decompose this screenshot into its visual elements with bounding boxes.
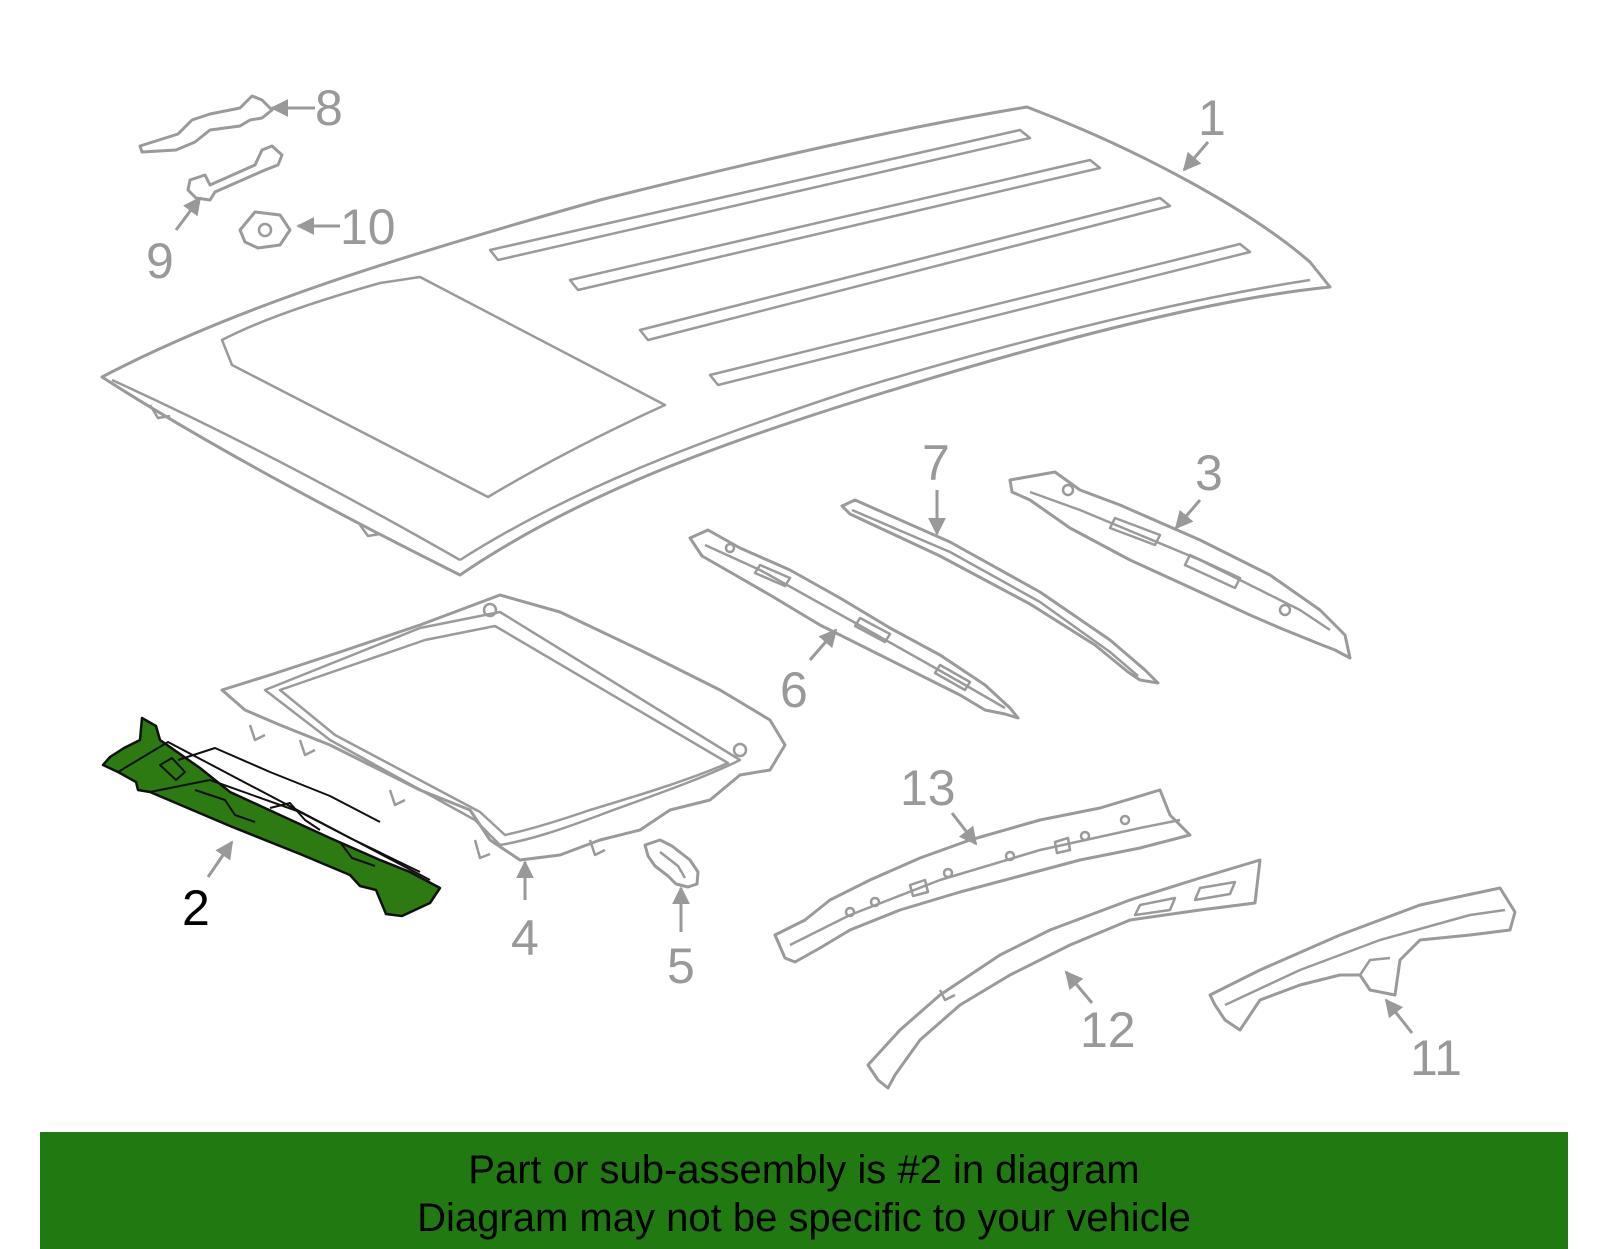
callout-2: 2 [182, 880, 210, 936]
info-banner: Part or sub-assembly is #2 in diagram Di… [40, 1132, 1568, 1249]
part-1-roof-panel[interactable] [100, 105, 1332, 577]
leader-11 [1384, 998, 1414, 1034]
callout-6: 6 [780, 662, 808, 718]
leader-lines [174, 99, 1414, 1034]
leader-13 [950, 812, 978, 846]
leader-6 [808, 628, 838, 661]
part-2-front-header-panel[interactable] [101, 716, 442, 918]
callout-10: 10 [340, 199, 396, 255]
leader-9 [174, 196, 202, 231]
leader-12 [1064, 970, 1094, 1004]
callout-13: 13 [900, 760, 956, 816]
part-12-side-rail[interactable] [866, 858, 1262, 1090]
part-4-sunroof-frame[interactable] [220, 593, 787, 862]
part-8-clip[interactable] [138, 94, 274, 154]
leader-1 [1182, 141, 1210, 172]
banner-line-1: Part or sub-assembly is #2 in diagram [468, 1148, 1140, 1192]
callout-11: 11 [1410, 1030, 1462, 1086]
part-5-bracket[interactable] [643, 838, 700, 889]
callout-9: 9 [146, 233, 174, 289]
banner-line-2: Diagram may not be specific to your vehi… [417, 1196, 1191, 1240]
part-3-roof-bow[interactable] [1008, 470, 1352, 660]
callout-7: 7 [922, 435, 950, 491]
part-9-hinge-bracket[interactable] [186, 144, 284, 202]
callout-1: 1 [1198, 90, 1226, 146]
callout-12: 12 [1080, 1002, 1136, 1058]
callout-4: 4 [511, 910, 539, 966]
part-13-side-reinforcement[interactable] [773, 788, 1192, 964]
callout-5: 5 [667, 938, 695, 994]
part-10-nut[interactable] [238, 210, 292, 250]
part-7-roof-strip[interactable] [840, 498, 1160, 685]
leader-2 [206, 840, 234, 878]
callout-numbers: 1 2 3 4 5 6 7 8 9 10 11 12 13 [146, 80, 1462, 1086]
callout-3: 3 [1195, 445, 1223, 501]
part-6-roof-bow[interactable] [688, 528, 1020, 720]
part-11-side-rail[interactable] [1208, 886, 1517, 1032]
leader-3 [1174, 499, 1202, 530]
callout-8: 8 [315, 80, 343, 136]
